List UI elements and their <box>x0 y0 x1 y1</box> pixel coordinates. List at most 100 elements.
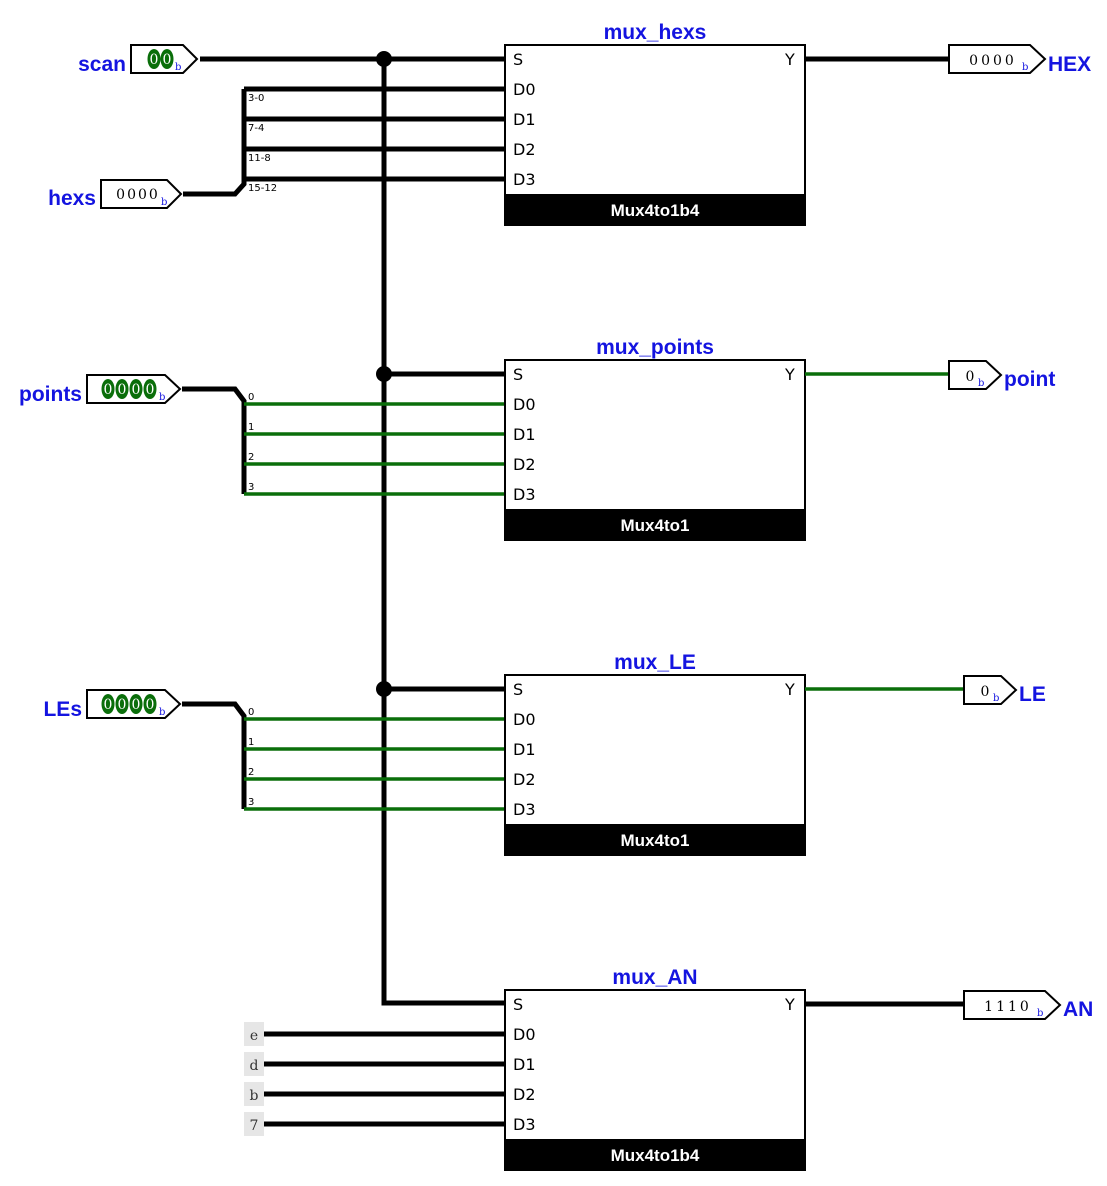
hexs-input-pin[interactable]: 0000 b <box>100 179 183 209</box>
bit-value: 0 <box>118 382 127 398</box>
pin-d0: D0 <box>513 1025 536 1044</box>
bit-value: 0 <box>163 52 172 68</box>
pin-d1: D1 <box>513 1055 536 1074</box>
bit-led[interactable] <box>129 379 143 399</box>
hexs-value: 0000 <box>116 187 160 203</box>
bit-led[interactable] <box>129 694 143 714</box>
bit-led[interactable] <box>143 694 157 714</box>
split-label: 15-12 <box>248 183 277 194</box>
pin-d1: D1 <box>513 110 536 129</box>
constant-box <box>244 1082 264 1106</box>
an-output-pin: 1110 b <box>963 990 1062 1020</box>
radix-suffix: b <box>175 62 181 73</box>
split-label: 3 <box>248 482 254 493</box>
split-label: 3 <box>248 797 254 808</box>
pin-s: S <box>513 680 523 699</box>
pin-y: Y <box>784 365 795 384</box>
constant-box <box>244 1112 264 1136</box>
les-label: LEs <box>43 698 82 721</box>
pin-s: S <box>513 50 523 69</box>
pin-d3: D3 <box>513 170 536 189</box>
points-splitter <box>182 386 247 494</box>
radix-suffix: b <box>159 707 165 718</box>
pin-d1: D1 <box>513 425 536 444</box>
constant-box <box>244 1022 264 1046</box>
bit-led[interactable] <box>115 379 129 399</box>
scan-label: scan <box>78 53 126 76</box>
les-input-pin[interactable]: 0 0 0 0 b <box>86 689 182 719</box>
radix-suffix: b <box>159 392 165 403</box>
bit-led[interactable] <box>143 379 157 399</box>
bit-led[interactable] <box>160 49 174 69</box>
point-label: point <box>1004 368 1055 391</box>
split-label: 11-8 <box>248 153 271 164</box>
junction-dot <box>376 366 392 382</box>
bit-led[interactable] <box>115 694 129 714</box>
constant-value: b <box>250 1088 259 1104</box>
mux-points-title: mux_points <box>596 336 714 359</box>
mux-an[interactable]: Mux4to1b4 S Y D0 D1 D2 D3 <box>504 989 806 1171</box>
les-splitter <box>182 701 247 809</box>
pin-d2: D2 <box>513 455 536 474</box>
le-output-pin: 0 b <box>963 675 1018 705</box>
mux-type: Mux4to1 <box>621 516 690 535</box>
scan-bus <box>381 59 505 1006</box>
hexs-label: hexs <box>48 187 96 210</box>
split-label: 3-0 <box>248 93 264 104</box>
bit-value: 0 <box>150 52 159 68</box>
hex-output-pin: 0000 b <box>948 44 1047 74</box>
le-value: 0 <box>981 684 990 700</box>
bit-value: 0 <box>104 382 113 398</box>
pin-s: S <box>513 365 523 384</box>
pin-d3: D3 <box>513 1115 536 1134</box>
pin-d0: D0 <box>513 80 536 99</box>
pin-y: Y <box>784 995 795 1014</box>
mux-type: Mux4to1b4 <box>611 1146 700 1165</box>
points-input-pin[interactable]: 0 0 0 0 b <box>86 374 182 404</box>
bit-value: 0 <box>146 382 155 398</box>
bit-value: 0 <box>118 697 127 713</box>
pin-y: Y <box>784 680 795 699</box>
mux-hexs-title: mux_hexs <box>604 21 707 44</box>
junction-dot <box>376 681 392 697</box>
mux-le-title: mux_LE <box>614 651 696 674</box>
scan-input-pin[interactable]: 0 0 b <box>130 44 199 74</box>
radix-suffix: b <box>161 197 167 208</box>
bit-led[interactable] <box>147 49 161 69</box>
mux-le[interactable]: Mux4to1 S Y D0 D1 D2 D3 <box>504 674 806 856</box>
constant-value: d <box>250 1058 259 1074</box>
pin-d1: D1 <box>513 740 536 759</box>
split-label: 1 <box>248 422 254 433</box>
points-label: points <box>19 383 82 406</box>
bit-value: 0 <box>104 697 113 713</box>
bit-led[interactable] <box>101 694 115 714</box>
point-value: 0 <box>966 369 975 385</box>
mux-points[interactable]: Mux4to1 S Y D0 D1 D2 D3 <box>504 359 806 541</box>
bit-value: 0 <box>132 697 141 713</box>
junction-dot <box>376 51 392 67</box>
pin-d3: D3 <box>513 485 536 504</box>
point-output-pin: 0 b <box>948 360 1003 390</box>
mux-hexs[interactable]: Mux4to1b4 S Y D0 D1 D2 D3 <box>504 44 806 226</box>
split-label: 7-4 <box>248 123 264 134</box>
constant-value: 7 <box>250 1118 259 1134</box>
radix-suffix: b <box>1022 62 1028 73</box>
split-label: 2 <box>248 767 254 778</box>
pin-s: S <box>513 995 523 1014</box>
an-value: 1110 <box>984 999 1032 1015</box>
constant-box <box>244 1052 264 1076</box>
pin-d3: D3 <box>513 800 536 819</box>
bit-led[interactable] <box>101 379 115 399</box>
pin-d2: D2 <box>513 770 536 789</box>
split-label: 0 <box>248 707 254 718</box>
mux-an-title: mux_AN <box>612 966 697 989</box>
split-label: 0 <box>248 392 254 403</box>
hexs-splitter <box>183 89 247 197</box>
pin-d2: D2 <box>513 1085 536 1104</box>
constant-value: e <box>250 1028 258 1044</box>
pin-d2: D2 <box>513 140 536 159</box>
bit-value: 0 <box>146 697 155 713</box>
radix-suffix: b <box>1037 1008 1043 1019</box>
mux-type: Mux4to1b4 <box>611 201 700 220</box>
